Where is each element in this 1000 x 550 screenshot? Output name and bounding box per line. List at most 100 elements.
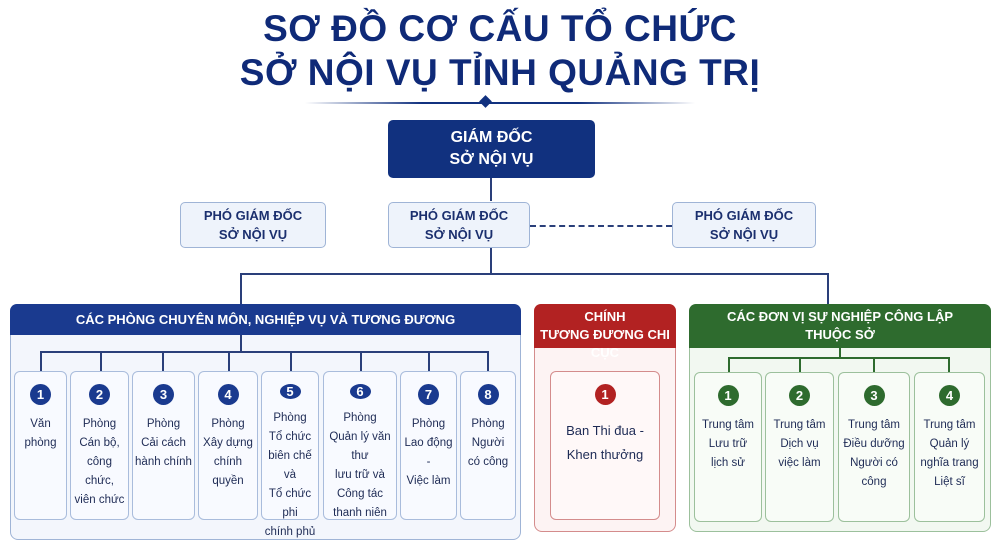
public-unit-card-1: 1 Trung tâm Lưu trữ lịch sử xyxy=(694,372,762,522)
label-line: Phòng xyxy=(211,418,245,430)
public-units-drop-3 xyxy=(873,357,875,372)
label-line: Trung tâm xyxy=(848,419,900,431)
label-line: Cải cách xyxy=(141,437,186,449)
public-unit-number-badge: 3 xyxy=(863,385,885,406)
public-unit-label: Trung tâm Lưu trữ lịch sử xyxy=(700,416,756,473)
department-card-3: 3 Phòng Cải cách hành chính xyxy=(132,371,195,520)
public-unit-label: Trung tâm Điều dưỡng Người có công xyxy=(841,416,906,492)
label-line: Phòng xyxy=(411,418,446,430)
label-line: Liệt sĩ xyxy=(934,476,965,488)
label-line: công xyxy=(861,476,887,488)
label-line: Phòng xyxy=(273,412,307,424)
departments-drop-8 xyxy=(487,351,489,371)
director-title: GIÁM ĐỐC xyxy=(450,129,533,146)
deputy-unit: SỞ NỘI VỤ xyxy=(424,227,494,242)
label-line: Ban Thi đua - xyxy=(566,423,644,438)
public-unit-card-4: 4 Trung tâm Quản lý nghĩa trang Liệt sĩ xyxy=(914,372,985,522)
public-units-header-line-1: CÁC ĐƠN VỊ SỰ NGHIỆP CÔNG LẬP xyxy=(726,309,954,324)
public-unit-label: Trung tâm Dịch vụ việc làm xyxy=(772,416,828,473)
label-line: Lưu trữ xyxy=(708,438,748,450)
label-line: nghĩa trang xyxy=(920,457,979,469)
public-unit-card-2: 2 Trung tâm Dịch vụ việc làm xyxy=(765,372,834,522)
department-label: Phòng Người có công xyxy=(466,415,510,472)
public-unit-card-3: 3 Trung tâm Điều dưỡng Người có công xyxy=(838,372,910,522)
public-units-drop-1 xyxy=(728,357,730,372)
label-line: hành chính xyxy=(135,456,192,468)
public-units-connector-stem xyxy=(839,348,841,358)
departments-drop-1 xyxy=(40,351,42,371)
label-line: biên chế và xyxy=(268,450,312,481)
departments-drop-4 xyxy=(228,351,230,371)
connector-dashed-deputy xyxy=(530,225,672,227)
label-line: Người có xyxy=(850,457,898,469)
label-line: có công xyxy=(467,456,509,468)
administrative-header-line-2: TƯƠNG ĐƯƠNG CHI CỤC xyxy=(540,327,670,360)
label-line: Trung tâm xyxy=(773,419,826,431)
department-label: Phòng Lao động - Việc làm xyxy=(401,415,456,491)
department-number-badge: 7 xyxy=(418,384,439,405)
public-unit-number-badge: 1 xyxy=(717,385,739,406)
label-line: thanh niên xyxy=(333,507,387,519)
label-line: Điều dưỡng xyxy=(843,438,905,450)
public-unit-number-badge: 4 xyxy=(939,385,960,406)
departments-drop-5 xyxy=(290,351,292,371)
director-box: GIÁM ĐỐC SỞ NỘI VỤ xyxy=(388,120,595,178)
label-line: Trung tâm xyxy=(702,419,754,431)
deputy-title: PHÓ GIÁM ĐỐC xyxy=(409,208,509,223)
administrative-label: Ban Thi đua - Khen thưởng xyxy=(564,419,646,467)
public-unit-number-badge: 2 xyxy=(789,385,810,406)
label-line: Phòng xyxy=(471,418,505,430)
department-card-8: 8 Phòng Người có công xyxy=(460,371,516,520)
deputy-title: PHÓ GIÁM ĐỐC xyxy=(203,208,303,223)
label-line: lịch sử xyxy=(711,457,745,469)
label-line: Cán bộ, xyxy=(79,437,120,449)
connector-deputy-trunk xyxy=(490,248,492,274)
department-label: Phòng Cán bộ, công chức, viên chức xyxy=(71,415,128,510)
department-card-4: 4 Phòng Xây dựng chính quyền xyxy=(198,371,258,520)
title-divider-diamond-icon xyxy=(479,95,492,108)
deputy-unit: SỞ NỘI VỤ xyxy=(218,227,288,242)
connector-trunk-horizontal xyxy=(240,273,829,275)
department-label: Phòng Cải cách hành chính xyxy=(133,415,194,472)
department-number-badge: 2 xyxy=(89,384,110,405)
label-line: Trung tâm xyxy=(923,419,976,431)
department-card-6: 6 Phòng Quản lý văn thư lưu trữ và Công … xyxy=(323,371,397,520)
departments-drop-7 xyxy=(428,351,430,371)
connector-director-deputy xyxy=(490,178,492,201)
label-line: Lao động - xyxy=(404,437,453,468)
connector-trunk-right xyxy=(827,273,829,304)
deputy-title: PHÓ GIÁM ĐỐC xyxy=(694,208,794,223)
departments-drop-6 xyxy=(360,351,362,371)
public-units-drop-4 xyxy=(948,357,950,372)
deputy-box-center: PHÓ GIÁM ĐỐC SỞ NỘI VỤ xyxy=(388,202,530,248)
label-line: Công tác xyxy=(336,488,384,500)
department-label: Phòng Xây dựng chính quyền xyxy=(199,415,257,491)
department-number-badge: 6 xyxy=(349,384,371,399)
administrative-header-line-1: TỔ CHỨC HÀNH CHÍNH xyxy=(554,291,656,324)
deputy-box-right: PHÓ GIÁM ĐỐC SỞ NỘI VỤ xyxy=(672,202,816,248)
deputy-unit: SỞ NỘI VỤ xyxy=(709,227,779,242)
department-number-badge: 8 xyxy=(477,384,499,405)
administrative-card-1: 1 Ban Thi đua - Khen thưởng xyxy=(550,371,660,520)
label-line: Việc làm xyxy=(406,475,451,487)
connector-trunk-left xyxy=(240,273,242,304)
label-line: Phòng xyxy=(82,418,117,430)
department-number-badge: 3 xyxy=(153,384,174,405)
department-number-badge: 5 xyxy=(279,384,301,399)
label-line: chính phủ xyxy=(264,526,316,538)
title-divider xyxy=(305,102,695,104)
label-line: phòng xyxy=(24,437,57,449)
label-line: lưu trữ và xyxy=(335,469,385,481)
departments-drop-2 xyxy=(100,351,102,371)
director-unit: SỞ NỘI VỤ xyxy=(449,151,534,168)
label-line: Người xyxy=(471,437,505,449)
public-units-connector-bar xyxy=(728,357,950,359)
department-card-7: 7 Phòng Lao động - Việc làm xyxy=(400,371,457,520)
departments-connector-stem xyxy=(240,335,242,352)
public-unit-label: Trung tâm Quản lý nghĩa trang Liệt sĩ xyxy=(918,416,980,492)
departments-connector-bar xyxy=(40,351,489,353)
label-line: Quản lý văn thư xyxy=(329,431,391,462)
department-label: Phòng Tổ chức biên chế và Tổ chức phi ch… xyxy=(262,409,318,542)
label-line: Tổ chức phi xyxy=(268,488,312,519)
label-line: Khen thưởng xyxy=(566,447,644,462)
